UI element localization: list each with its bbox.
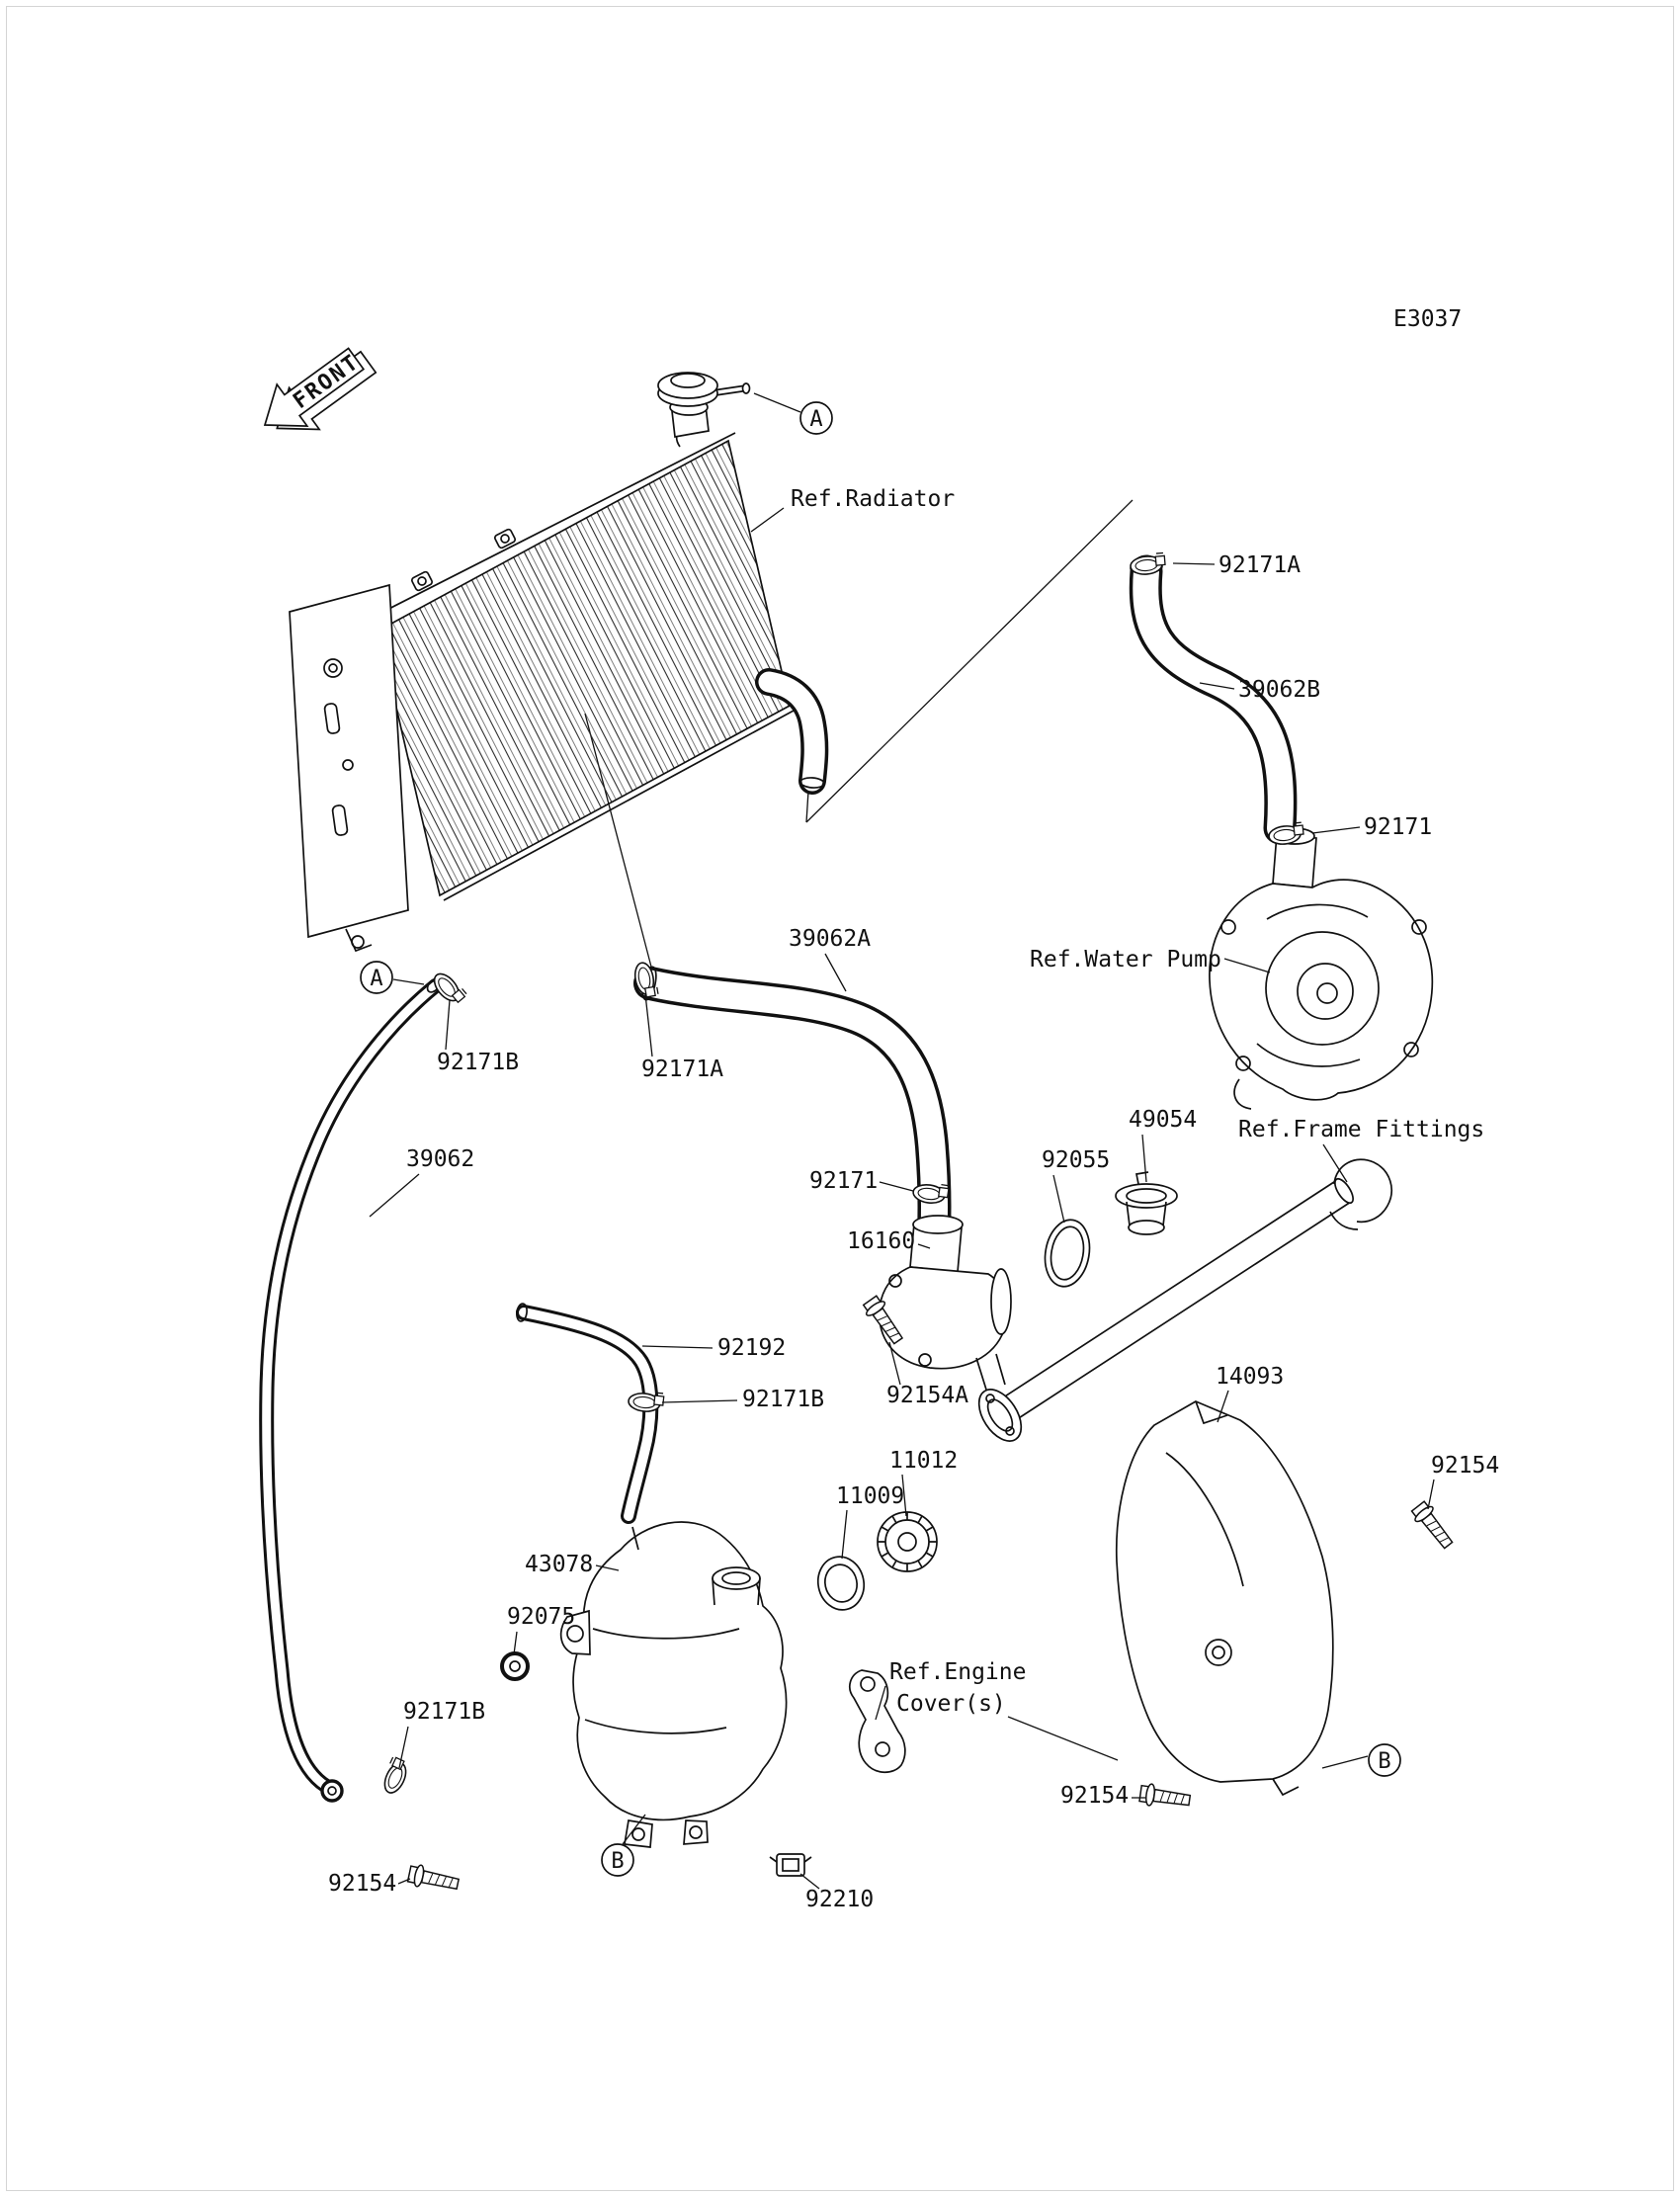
callout-49054: 49054 — [1129, 1107, 1197, 1133]
clip — [769, 1853, 812, 1877]
callouts: E3037 Ref.Radiator 92171A 39062B 92171 R… — [328, 306, 1499, 1912]
frame-hook-icon — [1333, 1158, 1392, 1224]
callout-39062b: 39062B — [1238, 677, 1320, 703]
engine-bracket — [849, 1669, 906, 1774]
callout-39062a: 39062A — [789, 926, 871, 952]
marker-a-radiator-cap: A — [799, 401, 833, 435]
radiator-cap — [657, 372, 751, 438]
water-pump — [1209, 827, 1434, 1110]
overflow-grommet-icon — [320, 1779, 344, 1803]
marker-b-tank: B — [601, 1843, 634, 1877]
clamp-icon — [627, 1389, 665, 1414]
ref-water-pump-label: Ref.Water Pump — [1030, 947, 1221, 972]
callout-92075: 92075 — [507, 1604, 575, 1630]
callout-39062: 39062 — [406, 1146, 474, 1172]
callout-92154-tank: 92154 — [328, 1871, 396, 1897]
callout-92171-upper: 92171 — [1364, 814, 1432, 840]
callout-92171-thermostat: 92171 — [809, 1168, 878, 1194]
thermostat-housing — [878, 1215, 1012, 1391]
callout-92154a: 92154A — [886, 1383, 968, 1408]
radiator — [289, 423, 829, 953]
ref-frame-fittings-label: Ref.Frame Fittings — [1238, 1117, 1484, 1142]
ref-radiator-label: Ref.Radiator — [791, 486, 955, 512]
ref-engine-cover-label-2: Cover(s) — [896, 1691, 1006, 1717]
marker-a-label: A — [809, 407, 822, 432]
diagram-code: E3037 — [1393, 306, 1462, 332]
thermostat — [1115, 1171, 1178, 1235]
callout-43078: 43078 — [525, 1552, 593, 1577]
callout-92192: 92192 — [717, 1335, 786, 1361]
callout-92210: 92210 — [805, 1887, 874, 1912]
callout-16160: 16160 — [847, 1228, 915, 1254]
bolt-icon — [406, 1862, 462, 1896]
marker-b-label: B — [1378, 1749, 1390, 1774]
callout-92171b-reserve: 92171B — [742, 1387, 824, 1412]
grommet — [500, 1651, 530, 1681]
bolt-icon — [1408, 1498, 1459, 1554]
o-ring — [1044, 1219, 1091, 1288]
reserve-tank — [559, 1521, 788, 1848]
callout-92055: 92055 — [1042, 1147, 1110, 1173]
marker-a-overflow: A — [360, 961, 393, 994]
water-pipe — [977, 1158, 1392, 1442]
marker-b-cover: B — [1368, 1743, 1401, 1777]
callout-92154-right: 92154 — [1431, 1453, 1499, 1479]
callout-92171a-upper: 92171A — [1218, 552, 1301, 578]
engine-cover-14093 — [1115, 1400, 1334, 1797]
marker-a-label: A — [370, 967, 382, 991]
callout-92171b-lower: 92171B — [403, 1699, 485, 1725]
callout-14093: 14093 — [1216, 1364, 1284, 1390]
cap-ring — [816, 1556, 866, 1611]
callout-92171a-outlet: 92171A — [641, 1056, 723, 1082]
callout-92171b-upper: 92171B — [437, 1050, 519, 1075]
radiator-bracket-icon — [410, 423, 697, 592]
ref-engine-cover-label-1: Ref.Engine — [889, 1659, 1026, 1685]
hose-39062a — [633, 966, 952, 1249]
bolt-icon — [1137, 1781, 1192, 1813]
tank-cap — [877, 1511, 938, 1572]
leader-lines — [369, 392, 1435, 1890]
hose-92192 — [516, 1303, 659, 1524]
callout-92154-cover: 92154 — [1060, 1783, 1129, 1809]
hose-39062-overflow — [259, 977, 443, 1803]
callout-11009: 11009 — [836, 1483, 904, 1509]
marker-b-label: B — [611, 1849, 624, 1874]
callout-11012: 11012 — [889, 1448, 958, 1474]
front-arrow: FRONT — [263, 347, 378, 431]
clamp-icon — [378, 1755, 412, 1798]
